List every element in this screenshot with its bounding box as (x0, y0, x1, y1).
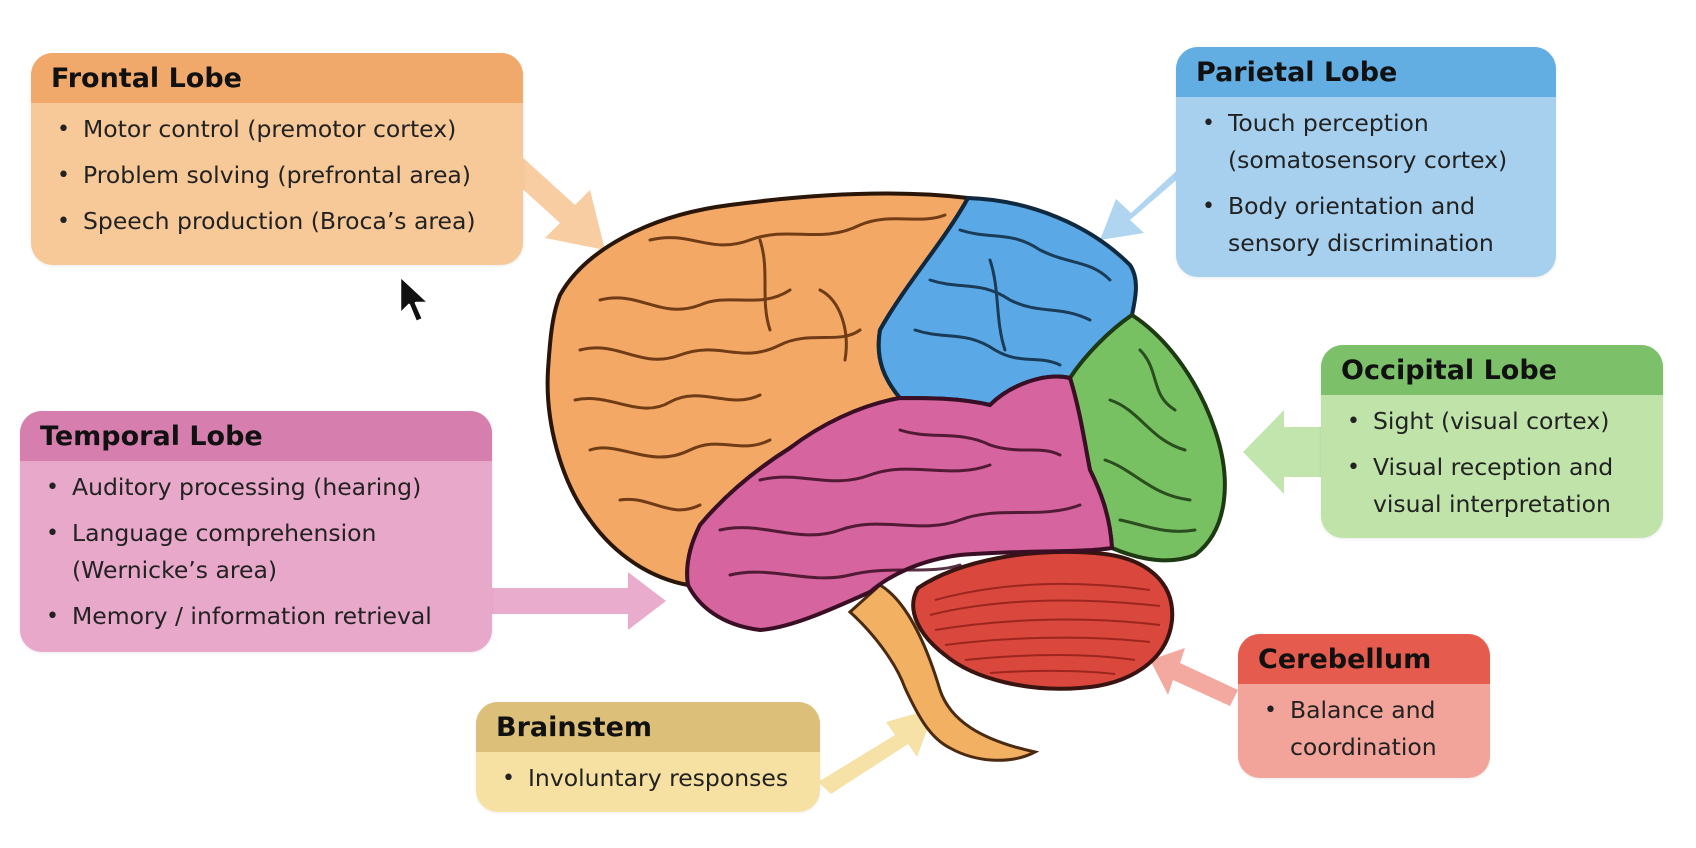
arrow-frontal (505, 155, 605, 250)
arrow-parietal (1100, 162, 1186, 240)
list-item: Sight (visual cortex) (1347, 403, 1651, 440)
brainstem-title: Brainstem (476, 702, 820, 752)
list-item: Touch perception (somatosensory cortex) (1202, 105, 1544, 179)
list-item: Motor control (premotor cortex) (57, 111, 511, 148)
list-item: Language comprehension (Wernicke’s area) (46, 515, 480, 589)
list-item: Balance and coordination (1264, 692, 1478, 766)
arrow-temporal (492, 572, 666, 630)
frontal-lobe-title: Frontal Lobe (31, 53, 523, 103)
brainstem-card: Brainstem Involuntary responses (476, 702, 820, 812)
list-item: Auditory processing (hearing) (46, 469, 480, 506)
mouse-pointer-icon (398, 274, 431, 324)
frontal-lobe-list: Motor control (premotor cortex) Problem … (57, 111, 511, 240)
parietal-lobe-list: Touch perception (somatosensory cortex) … (1202, 105, 1544, 262)
temporal-lobe-card: Temporal Lobe Auditory processing (heari… (20, 411, 492, 652)
parietal-lobe-title: Parietal Lobe (1176, 47, 1556, 97)
occipital-lobe-title: Occipital Lobe (1321, 345, 1663, 395)
list-item: Visual reception and visual interpretati… (1347, 449, 1651, 523)
parietal-lobe-card: Parietal Lobe Touch perception (somatose… (1176, 47, 1556, 277)
arrow-brainstem (818, 708, 935, 794)
occipital-lobe-card: Occipital Lobe Sight (visual cortex) Vis… (1321, 345, 1663, 538)
list-item: Memory / information retrieval (46, 598, 480, 635)
cerebellum-list: Balance and coordination (1264, 692, 1478, 766)
arrows (492, 155, 1321, 794)
arrow-cerebellum (1150, 648, 1238, 706)
list-item: Speech production (Broca’s area) (57, 203, 511, 240)
brainstem-region (847, 583, 1040, 762)
list-item: Involuntary responses (502, 760, 808, 797)
cerebellum-title: Cerebellum (1238, 634, 1490, 684)
brainstem-list: Involuntary responses (502, 760, 808, 797)
list-item: Problem solving (prefrontal area) (57, 157, 511, 194)
temporal-lobe-title: Temporal Lobe (20, 411, 492, 461)
temporal-lobe-list: Auditory processing (hearing) Language c… (46, 469, 480, 635)
temporal-lobe-region (685, 374, 1115, 633)
cerebellum-card: Cerebellum Balance and coordination (1238, 634, 1490, 778)
arrow-occipital (1243, 410, 1321, 494)
list-item: Body orientation and sensory discriminat… (1202, 188, 1544, 262)
occipital-lobe-list: Sight (visual cortex) Visual reception a… (1347, 403, 1651, 523)
frontal-lobe-card: Frontal Lobe Motor control (premotor cor… (31, 53, 523, 265)
